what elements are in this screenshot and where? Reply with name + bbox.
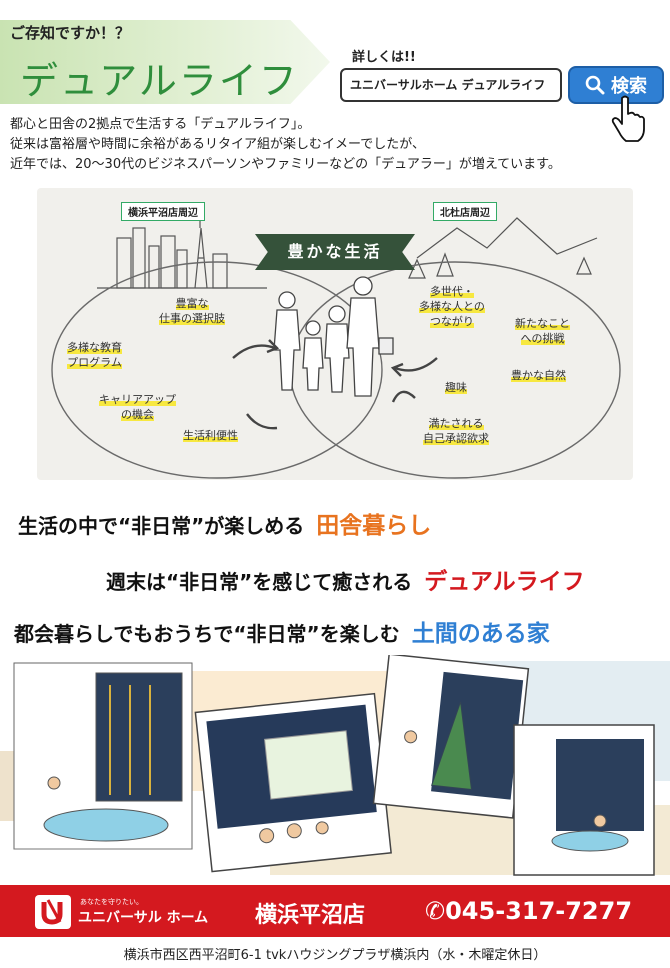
dual-life-diagram: 横浜平沼店周辺 北杜店周辺 豊かな生活 豊富な仕事の選択肢 多様な教育プログラム…: [37, 188, 633, 480]
city-skyline-illustration: [97, 216, 267, 289]
pool-room-illustration: [13, 662, 193, 850]
mountain-illustration: [408, 217, 598, 279]
search-button-label: 検索: [611, 76, 647, 97]
movie-night-illustration: [194, 692, 392, 873]
tagline-accent: 田舎暮らし: [316, 513, 432, 539]
keyword-label: キャリアアップの機会: [99, 393, 176, 421]
footer-brand-bar: あなたを守りたい。 ユニバーサル ホーム 横浜平沼店 ✆045-317-7277: [0, 885, 670, 937]
tagline-accent: 土間のある家: [411, 621, 550, 647]
keyword-label: 多様な教育プログラム: [67, 341, 122, 369]
keyword-label: 新たなことへの挑戦: [515, 317, 570, 345]
pointing-hand-icon: [611, 95, 645, 142]
detail-label: 詳しくは!!: [352, 50, 416, 65]
intro-line: 都心と田舎の2拠点で生活する「デュアルライフ」。: [10, 117, 311, 132]
keyword-label: 趣味: [445, 381, 467, 394]
footer: あなたを守りたい。 ユニバーサル ホーム 横浜平沼店 ✆045-317-7277…: [0, 885, 670, 968]
rich-life-banner: 豊かな生活: [255, 234, 415, 270]
keyword-label: 豊富な仕事の選択肢: [159, 297, 225, 325]
interior-illustrations: [0, 655, 670, 885]
phone-number[interactable]: ✆045-317-7277: [425, 897, 633, 925]
keyword-label: 満たされる自己承認欲求: [423, 417, 489, 445]
kicker-text: ご存知ですか！？: [10, 24, 131, 42]
brand-name: ユニバーサル ホーム: [78, 910, 209, 926]
address-bar: 横浜市西区西平沼町6-1 tvkハウジングプラザ横浜内（水・木曜定休日）: [0, 937, 670, 968]
magnifier-icon: [585, 75, 605, 95]
tagline-accent: デュアルライフ: [424, 569, 585, 595]
intro-line: 従来は富裕層や時間に余裕があるリタイア組が楽しむイメーでしたが、: [10, 137, 425, 152]
kids-pool-room-illustration: [513, 724, 655, 876]
universal-home-logo: [35, 895, 71, 929]
tagline-dual-life: 週末は“非日常”を感じて癒されるデュアルライフ: [106, 569, 585, 595]
tagline-countryside: 生活の中で“非日常”が楽しめる田舎暮らし: [18, 513, 432, 539]
left-area-tag: 横浜平沼店周辺: [121, 202, 205, 221]
illustration-art: [0, 655, 670, 876]
title-ribbon: [0, 20, 330, 104]
search-button[interactable]: 検索: [568, 66, 664, 104]
brand-tagline: あなたを守りたい。: [80, 898, 143, 906]
intro-paragraph: 都心と田舎の2拠点で生活する「デュアルライフ」。 従来は富裕層や時間に余裕がある…: [10, 115, 665, 175]
intro-line: 近年では、20～30代のビジネスパーソンやファミリーなどの「デュアラー」が増えて…: [10, 157, 561, 172]
search-input[interactable]: ユニバーサルホーム デュアルライフ: [340, 68, 562, 102]
family-illustration: [273, 276, 394, 397]
store-name: 横浜平沼店: [255, 903, 366, 928]
right-area-tag: 北杜店周辺: [433, 202, 497, 221]
keyword-label: 多世代・多様な人とのつながり: [419, 285, 485, 328]
tagline-doma-house: 都会暮らしでもおうちで“非日常”を楽しむ土間のある家: [14, 621, 550, 647]
page-title: デュアルライフ: [20, 59, 299, 103]
city-life-circle: [51, 261, 383, 479]
cycle-arrow: [232, 339, 438, 430]
christmas-room-illustration: [372, 655, 530, 819]
keyword-label: 生活利便性: [183, 429, 238, 442]
keyword-label: 豊かな自然: [511, 369, 566, 382]
store-address: 横浜市西区西平沼町6-1 tvkハウジングプラザ横浜内（水・木曜定休日）: [123, 948, 547, 963]
